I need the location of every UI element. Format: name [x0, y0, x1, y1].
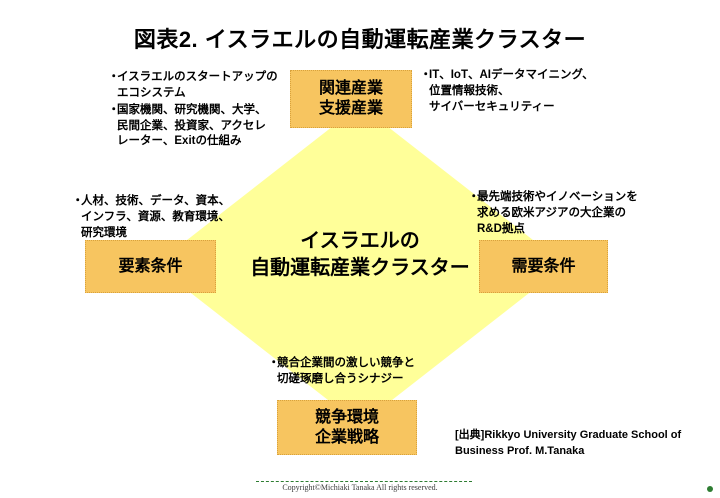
node-demand-conditions[interactable]: 需要条件: [479, 240, 608, 293]
bullet-text: 人材、技術、データ、資本、インフラ、資源、教育環境、研究環境: [81, 195, 231, 239]
node-right-line1: 需要条件: [511, 257, 576, 275]
footer-copyright: Copyright©Michiaki Tanaka All rights res…: [282, 483, 438, 492]
bullet-item: ・国家機関、研究機関、大学、民間企業、投資家、アクセレレーター、Exitの仕組み: [108, 103, 293, 151]
source-line2: Business Prof. M.Tanaka: [455, 444, 585, 457]
bullet-item: ・競合企業間の激しい競争と切磋琢磨し合うシナジー: [268, 356, 468, 388]
annotation-left: ・人材、技術、データ、資本、インフラ、資源、教育環境、研究環境: [72, 194, 262, 243]
bullet-text: 国家機関、研究機関、大学、民間企業、投資家、アクセレレーター、Exitの仕組み: [117, 103, 267, 148]
bullet-text: イスラエルのスタートアップのエコシステム: [117, 71, 278, 99]
node-factor-conditions[interactable]: 要素条件: [85, 240, 216, 293]
node-top-line2: 支援産業: [318, 100, 383, 117]
bullet-marker-icon: ・: [468, 191, 480, 203]
footer-divider: [256, 481, 472, 482]
bullet-text: 競合企業間の激しい競争と切磋琢磨し合うシナジー: [277, 357, 415, 385]
source-line1: [出典]Rikkyo University Graduate School of: [455, 429, 682, 441]
bullet-item: ・イスラエルのスタートアップのエコシステム: [108, 70, 293, 102]
annotation-top-left: ・イスラエルのスタートアップのエコシステム・国家機関、研究機関、大学、民間企業、…: [108, 70, 293, 151]
node-left-line1: 要素条件: [118, 257, 183, 275]
node-competitive-environment-strategy[interactable]: 競争環境 企業戦略: [277, 400, 417, 455]
annotation-bottom: ・競合企業間の激しい競争と切磋琢磨し合うシナジー: [268, 356, 468, 389]
node-top-line1: 関連産業: [318, 80, 383, 97]
center-label-line2: 自動運転産業クラスター: [250, 257, 470, 279]
node-bottom-line1: 競争環境: [314, 408, 379, 426]
bullet-marker-icon: ・: [108, 71, 120, 83]
annotation-top-right: ・IT、IoT、AIデータマイニング、位置情報技術、サイバーセキュリティー: [420, 68, 610, 117]
footer-accent-dot: [707, 486, 713, 492]
page-title: 図表2. イスラエルの自動運転産業クラスター: [133, 27, 587, 52]
bullet-marker-icon: ・: [108, 103, 120, 116]
bullet-item: ・人材、技術、データ、資本、インフラ、資源、教育環境、研究環境: [72, 194, 262, 242]
diagram-center-label: イスラエルの 自動運転産業クラスター: [205, 228, 515, 282]
bullet-text: IT、IoT、AIデータマイニング、位置情報技術、サイバーセキュリティー: [429, 69, 594, 113]
source-note: [出典]Rikkyo University Graduate School of…: [455, 428, 705, 460]
bullet-marker-icon: ・: [420, 69, 432, 81]
bullet-item: ・IT、IoT、AIデータマイニング、位置情報技術、サイバーセキュリティー: [420, 68, 610, 116]
bullet-marker-icon: ・: [72, 195, 84, 207]
node-related-support-industries[interactable]: 関連産業 支援産業: [290, 70, 412, 128]
bullet-marker-icon: ・: [268, 357, 280, 369]
node-bottom-line2: 企業戦略: [314, 428, 379, 446]
center-label-line1: イスラエルの: [300, 230, 420, 252]
